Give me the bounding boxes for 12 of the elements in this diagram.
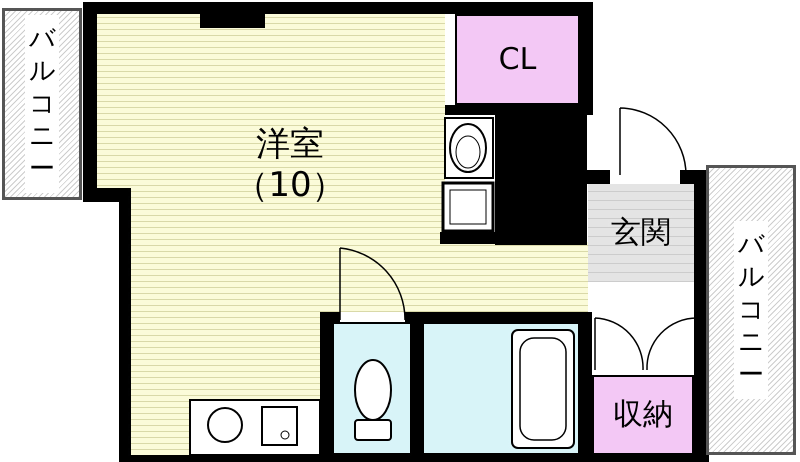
room-label: 洋室 <box>256 124 324 165</box>
room-label: 玄関 <box>611 215 671 251</box>
room-label: バルコニー <box>738 228 764 392</box>
room-size-label: （10） <box>234 165 346 206</box>
storage-area <box>592 375 694 455</box>
room-label: CL <box>498 42 536 78</box>
room-label: バルコニー <box>29 22 55 186</box>
entrance-area <box>588 184 694 282</box>
balcony-area <box>2 8 82 200</box>
closet-area <box>455 14 580 105</box>
balcony-area <box>706 165 796 455</box>
room-label: 収納 <box>613 397 673 433</box>
